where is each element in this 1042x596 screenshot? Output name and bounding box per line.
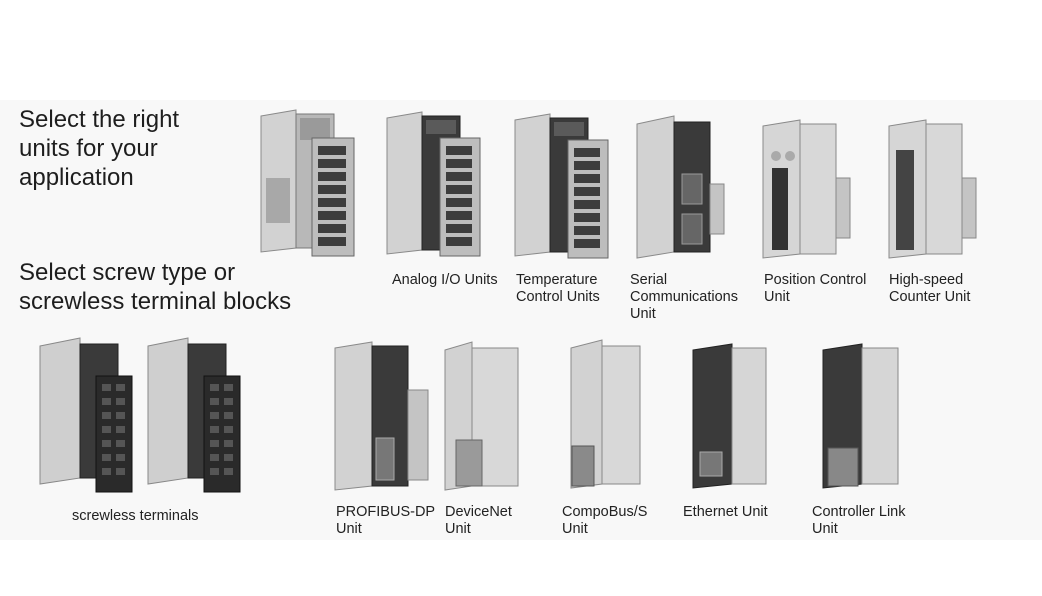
serial-communications-unit-image	[636, 115, 725, 259]
position-control-unit-caption: Position Control Unit	[764, 272, 866, 306]
heading-select-units-line3: application	[19, 164, 134, 191]
heading-select-terminals-line2: screwless terminal blocks	[19, 288, 292, 315]
caption-line: Unit	[336, 521, 362, 537]
controller-link-unit-image	[822, 343, 899, 489]
heading-select-units-line1: Select the right	[19, 106, 180, 133]
ethernet-unit-image	[692, 343, 767, 489]
temperature-control-units-caption: Temperature Control Units	[516, 272, 600, 306]
digital-unit-image	[260, 109, 355, 257]
heading-select-units-line2: units for your	[19, 135, 158, 162]
caption-line: Temperature	[516, 272, 598, 288]
caption-line: Position Control	[764, 272, 867, 288]
compobus-s-unit-caption: CompoBus/S Unit	[562, 504, 647, 538]
caption-line: Unit	[630, 306, 656, 322]
serial-communications-unit-caption: Serial Communications Unit	[630, 272, 738, 323]
caption-line: Control Units	[516, 289, 600, 305]
caption-line: Unit	[562, 521, 588, 537]
high-speed-counter-unit-image	[888, 119, 977, 259]
caption-line: Controller Link	[812, 504, 906, 520]
analog-io-units-image	[386, 111, 481, 257]
caption-line: CompoBus/S	[562, 504, 648, 520]
caption-line: High-speed	[889, 272, 964, 288]
caption-line: Analog I/O Units	[392, 272, 498, 288]
caption-line: screwless terminals	[72, 508, 199, 524]
position-control-unit-image	[762, 119, 851, 259]
ethernet-unit-caption: Ethernet Unit	[683, 504, 768, 521]
caption-line: Ethernet Unit	[683, 504, 768, 520]
devicenet-unit-caption: DeviceNet Unit	[445, 504, 512, 538]
controller-link-unit-caption: Controller Link Unit	[812, 504, 906, 538]
caption-line: Unit	[764, 289, 790, 305]
caption-line: Serial	[630, 272, 668, 288]
screwless-terminals-image	[39, 337, 241, 493]
screwless-terminals-caption: screwless terminals	[72, 508, 199, 525]
caption-line: Counter Unit	[889, 289, 971, 305]
caption-line: Communications	[630, 289, 738, 305]
devicenet-unit-image	[444, 341, 519, 491]
profibus-dp-unit-image	[334, 341, 429, 491]
analog-io-units-caption: Analog I/O Units	[392, 272, 498, 289]
temperature-control-units-image	[514, 113, 609, 259]
high-speed-counter-unit-caption: High-speed Counter Unit	[889, 272, 970, 306]
caption-line: Unit	[812, 521, 838, 537]
heading-select-terminals-line1: Select screw type or	[19, 259, 236, 286]
caption-line: PROFIBUS-DP	[336, 504, 436, 520]
profibus-dp-unit-caption: PROFIBUS-DP Unit	[336, 504, 435, 538]
caption-line: Unit	[445, 521, 471, 537]
compobus-s-unit-image	[570, 339, 641, 489]
caption-line: DeviceNet	[445, 504, 512, 520]
